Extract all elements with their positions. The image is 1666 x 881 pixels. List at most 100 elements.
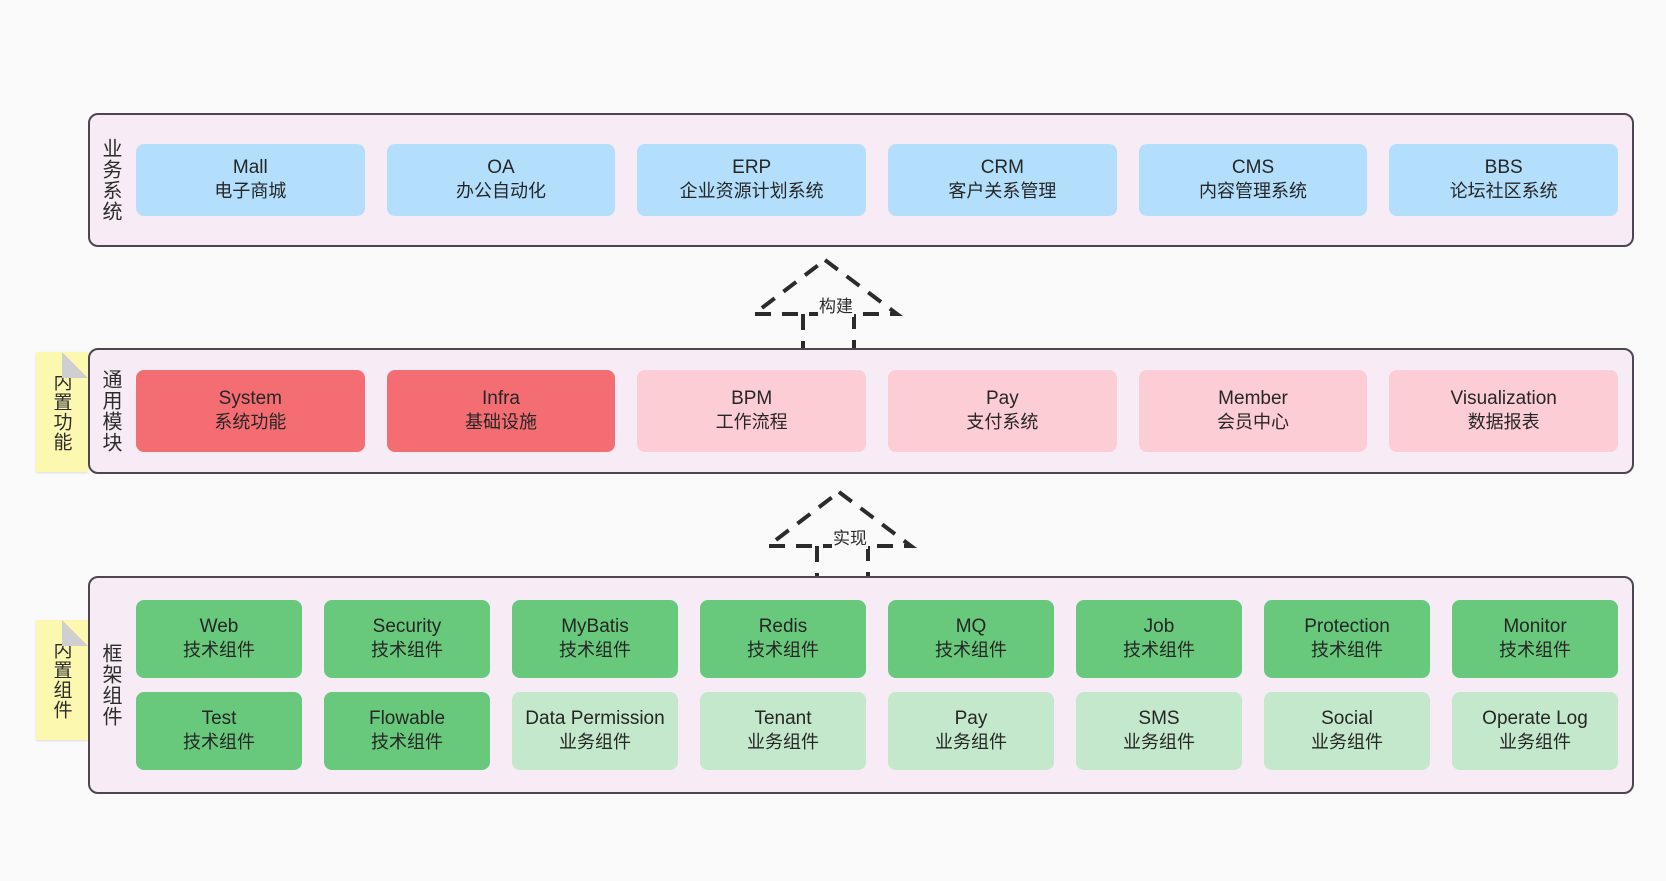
card-subtitle: 系统功能 bbox=[214, 412, 287, 434]
card-erp[interactable]: ERP 企业资源计划系统 bbox=[637, 144, 867, 216]
card-member[interactable]: Member 会员中心 bbox=[1138, 370, 1368, 452]
card-subtitle: 业务组件 bbox=[1311, 732, 1383, 754]
card-title: Tenant bbox=[754, 708, 812, 730]
connector-implement: 实现 bbox=[762, 489, 926, 584]
card-title: Mall bbox=[232, 157, 268, 179]
card-protection[interactable]: Protection 技术组件 bbox=[1264, 600, 1430, 678]
card-crm[interactable]: CRM 客户关系管理 bbox=[888, 144, 1117, 216]
card-subtitle: 技术组件 bbox=[371, 732, 443, 754]
card-subtitle: 支付系统 bbox=[966, 412, 1039, 434]
layer-framework-component: 框架组件 Web 技术组件 Security 技术组件 MyBatis 技术组件… bbox=[88, 576, 1634, 794]
card-mybatis[interactable]: MyBatis 技术组件 bbox=[512, 600, 678, 678]
card-title: ERP bbox=[732, 157, 772, 179]
card-bpm[interactable]: BPM 工作流程 bbox=[637, 370, 867, 452]
sticky-note-builtin-components: 内置组件 bbox=[36, 620, 88, 740]
card-title: Member bbox=[1218, 388, 1288, 410]
card-subtitle: 会员中心 bbox=[1217, 412, 1290, 434]
card-title: MyBatis bbox=[561, 616, 629, 638]
card-title: CMS bbox=[1231, 157, 1275, 179]
connector-build: 构建 bbox=[748, 257, 912, 352]
card-subtitle: 企业资源计划系统 bbox=[679, 181, 824, 203]
layer-framework-title: 框架组件 bbox=[99, 643, 123, 727]
card-social[interactable]: Social 业务组件 bbox=[1264, 692, 1430, 770]
card-title: Protection bbox=[1304, 616, 1390, 638]
card-subtitle: 技术组件 bbox=[935, 640, 1007, 662]
framework-business-row: Test 技术组件 Flowable 技术组件 Data Permission … bbox=[136, 692, 1618, 770]
layer-common-title: 通用模块 bbox=[99, 369, 123, 453]
card-title: MQ bbox=[955, 616, 987, 638]
card-subtitle: 技术组件 bbox=[1499, 640, 1571, 662]
card-title: Pay bbox=[985, 388, 1019, 410]
card-cms[interactable]: CMS 内容管理系统 bbox=[1138, 144, 1368, 216]
layer-common-module: 通用模块 System 系统功能 Infra 基础设施 BPM 工作流程 Pay… bbox=[88, 348, 1634, 474]
common-card-row: System 系统功能 Infra 基础设施 BPM 工作流程 Pay 支付系统… bbox=[136, 370, 1619, 452]
card-title: SMS bbox=[1138, 708, 1180, 730]
card-subtitle: 基础设施 bbox=[465, 412, 537, 434]
card-job[interactable]: Job 技术组件 bbox=[1076, 600, 1242, 678]
card-title: Web bbox=[199, 616, 239, 638]
card-system[interactable]: System 系统功能 bbox=[136, 370, 365, 452]
card-infra[interactable]: Infra 基础设施 bbox=[386, 370, 616, 452]
layer-framework-body: Web 技术组件 Security 技术组件 MyBatis 技术组件 Redi… bbox=[132, 578, 1632, 792]
card-security[interactable]: Security 技术组件 bbox=[324, 600, 490, 678]
card-visualization[interactable]: Visualization 数据报表 bbox=[1389, 370, 1619, 452]
card-subtitle: 内容管理系统 bbox=[1199, 181, 1308, 203]
card-title: OA bbox=[487, 157, 515, 179]
card-test[interactable]: Test 技术组件 bbox=[136, 692, 302, 770]
card-mall[interactable]: Mall 电子商城 bbox=[136, 144, 365, 216]
card-title: Visualization bbox=[1450, 388, 1557, 410]
card-subtitle: 业务组件 bbox=[935, 732, 1007, 754]
card-title: Infra bbox=[481, 388, 521, 410]
framework-tech-row: Web 技术组件 Security 技术组件 MyBatis 技术组件 Redi… bbox=[136, 600, 1618, 678]
card-subtitle: 电子商城 bbox=[214, 181, 287, 203]
card-pay-module[interactable]: Pay 支付系统 bbox=[888, 370, 1117, 452]
card-subtitle: 业务组件 bbox=[1499, 732, 1571, 754]
card-title: System bbox=[218, 388, 283, 410]
layer-business-title: 业务系统 bbox=[99, 138, 123, 222]
card-title: Data Permission bbox=[525, 708, 665, 730]
card-subtitle: 工作流程 bbox=[715, 412, 788, 434]
card-title: Flowable bbox=[368, 708, 446, 730]
layer-common-body: System 系统功能 Infra 基础设施 BPM 工作流程 Pay 支付系统… bbox=[132, 350, 1632, 472]
card-subtitle: 技术组件 bbox=[1123, 640, 1195, 662]
card-oa[interactable]: OA 办公自动化 bbox=[386, 144, 616, 216]
card-title: BBS bbox=[1484, 157, 1523, 179]
card-web[interactable]: Web 技术组件 bbox=[136, 600, 302, 678]
card-subtitle: 业务组件 bbox=[559, 732, 631, 754]
card-sms[interactable]: SMS 业务组件 bbox=[1076, 692, 1242, 770]
sticky-note-builtin-features: 内置功能 bbox=[36, 352, 88, 472]
card-tenant[interactable]: Tenant 业务组件 bbox=[700, 692, 866, 770]
card-title: Monitor bbox=[1503, 616, 1567, 638]
card-subtitle: 业务组件 bbox=[747, 732, 819, 754]
card-data-permission[interactable]: Data Permission 业务组件 bbox=[512, 692, 678, 770]
card-mq[interactable]: MQ 技术组件 bbox=[888, 600, 1054, 678]
card-flowable[interactable]: Flowable 技术组件 bbox=[324, 692, 490, 770]
layer-business-system: 业务系统 Mall 电子商城 OA 办公自动化 ERP 企业资源计划系统 CRM… bbox=[88, 113, 1634, 247]
card-title: Test bbox=[201, 708, 237, 730]
card-title: Social bbox=[1321, 708, 1373, 730]
connector-build-label: 构建 bbox=[818, 292, 854, 317]
card-title: Security bbox=[372, 616, 442, 638]
card-subtitle: 数据报表 bbox=[1467, 412, 1540, 434]
card-subtitle: 技术组件 bbox=[559, 640, 631, 662]
card-subtitle: 业务组件 bbox=[1123, 732, 1195, 754]
card-title: Redis bbox=[758, 616, 808, 638]
card-monitor[interactable]: Monitor 技术组件 bbox=[1452, 600, 1618, 678]
card-operate-log[interactable]: Operate Log 业务组件 bbox=[1452, 692, 1618, 770]
card-pay-component[interactable]: Pay 业务组件 bbox=[888, 692, 1054, 770]
card-redis[interactable]: Redis 技术组件 bbox=[700, 600, 866, 678]
layer-business-body: Mall 电子商城 OA 办公自动化 ERP 企业资源计划系统 CRM 客户关系… bbox=[132, 115, 1632, 245]
card-subtitle: 论坛社区系统 bbox=[1449, 181, 1558, 203]
card-subtitle: 技术组件 bbox=[183, 732, 255, 754]
card-subtitle: 技术组件 bbox=[1311, 640, 1383, 662]
card-subtitle: 办公自动化 bbox=[456, 181, 546, 203]
card-subtitle: 技术组件 bbox=[371, 640, 443, 662]
card-title: BPM bbox=[731, 388, 773, 410]
business-card-row: Mall 电子商城 OA 办公自动化 ERP 企业资源计划系统 CRM 客户关系… bbox=[136, 144, 1619, 216]
card-subtitle: 技术组件 bbox=[747, 640, 819, 662]
card-title: Pay bbox=[954, 708, 988, 730]
card-subtitle: 技术组件 bbox=[183, 640, 255, 662]
card-bbs[interactable]: BBS 论坛社区系统 bbox=[1389, 144, 1619, 216]
card-title: Job bbox=[1143, 616, 1175, 638]
